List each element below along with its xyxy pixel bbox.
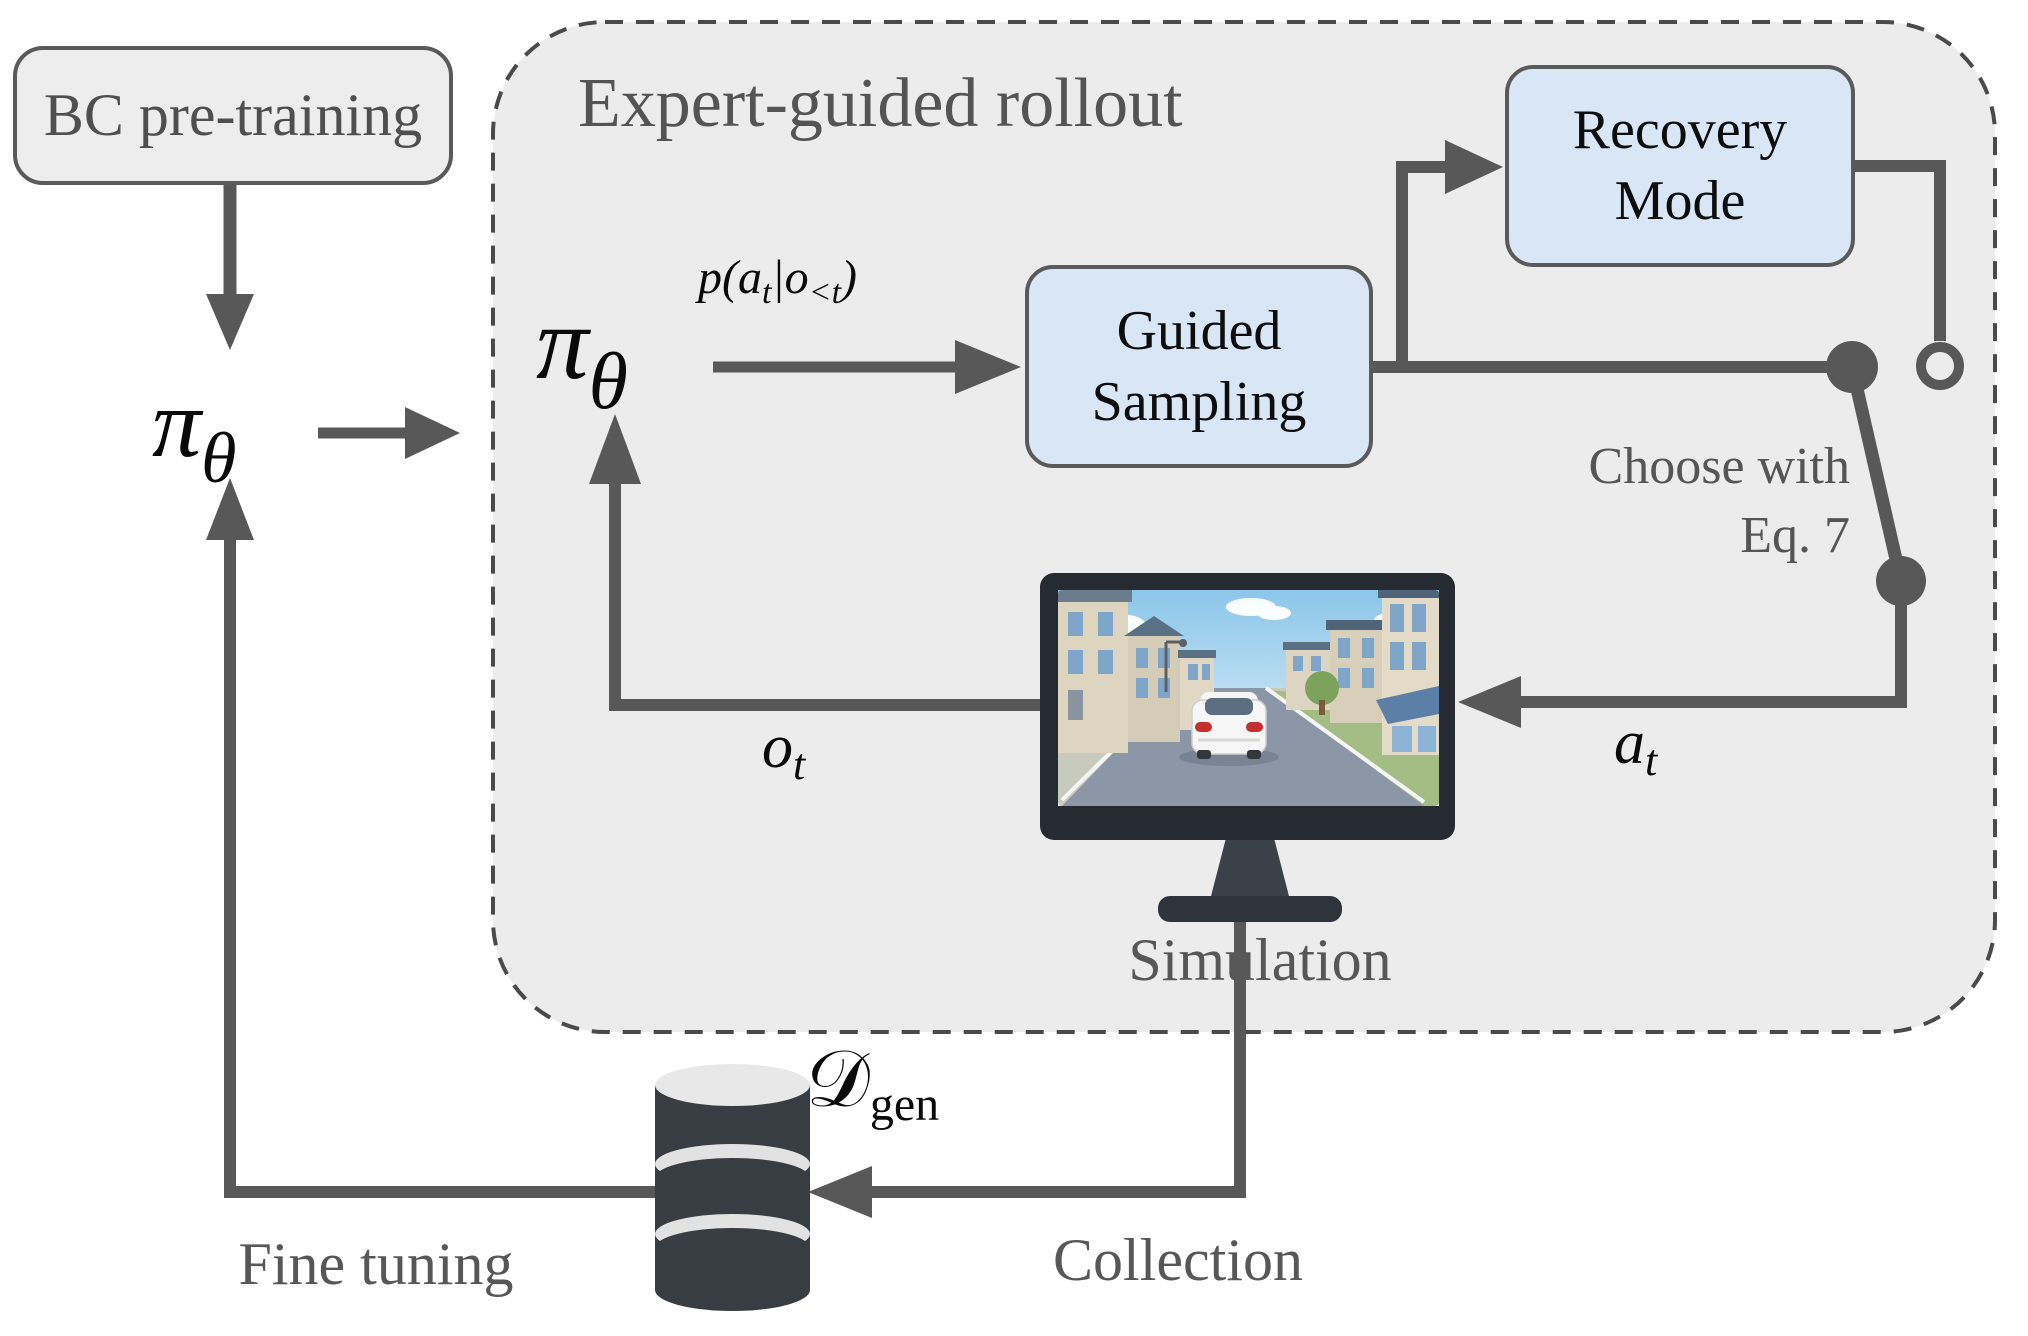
switch-label-line2: Eq. 7 <box>1740 507 1850 565</box>
recovery-mode-box: Recovery Mode <box>1505 65 1855 267</box>
switch-label: Choose with Eq. 7 <box>1480 432 1850 570</box>
recovery-mode-line2: Mode <box>1614 170 1746 232</box>
recovery-mode-label: Recovery Mode <box>1573 95 1788 236</box>
line-action-to-monitor <box>1520 581 1907 708</box>
switch-open-contact <box>1916 342 1964 390</box>
line-observation-to-policy <box>609 482 1048 711</box>
pi-glyph: π <box>152 370 202 478</box>
observation-label: ot <box>762 712 805 790</box>
db-top <box>655 1064 810 1106</box>
line-fine-tuning <box>224 538 660 1198</box>
street-lamp <box>1164 639 1187 692</box>
db-bottom <box>655 1269 810 1311</box>
dataset-label: 𝒟gen <box>806 1032 939 1132</box>
arrowhead-into-sampling <box>955 340 1021 394</box>
database-cylinder-icon <box>655 1064 810 1311</box>
arrowhead-finetune-up <box>206 478 254 540</box>
obs-base: o <box>762 713 793 781</box>
fine-tuning-label: Fine tuning <box>238 1231 514 1297</box>
db-disk-3 <box>655 1228 810 1268</box>
bc-pretraining-box: BC pre-training <box>13 46 453 185</box>
pi-glyph: π <box>536 284 589 401</box>
tree-trunk <box>1319 700 1325 715</box>
arrowhead-into-rollout <box>405 407 460 459</box>
arrowhead-bc-down <box>206 294 254 350</box>
switch-label-line1: Choose with <box>1588 438 1850 495</box>
dataset-subscript: gen <box>869 1078 940 1131</box>
dist-part: |o <box>771 251 809 304</box>
selector-switch-icon <box>1826 341 1964 606</box>
obs-sub: t <box>793 740 806 789</box>
theta-subscript: θ <box>588 338 628 426</box>
db-disk-2 <box>655 1158 810 1198</box>
collection-label: Collection <box>1053 1227 1303 1293</box>
simulation-monitor-icon <box>1040 573 1455 922</box>
act-sub: t <box>1645 736 1658 785</box>
switch-lever-dot <box>1876 556 1926 606</box>
car <box>1179 692 1279 766</box>
line-collection <box>870 918 1246 1198</box>
act-base: a <box>1614 709 1645 777</box>
arrowhead-into-recovery <box>1445 140 1503 194</box>
arrowhead-observation-up <box>589 414 641 484</box>
policy-symbol-left: πθ <box>152 368 236 500</box>
switch-lever <box>1845 365 1908 583</box>
simulation-label: Simulation <box>1128 927 1392 993</box>
monitor-base <box>1158 896 1342 922</box>
policy-symbol-inner: πθ <box>536 282 628 428</box>
arrowheads <box>206 140 1521 1218</box>
arrowhead-action-into-monitor <box>1458 676 1521 728</box>
line-branch-to-recovery <box>1396 161 1447 367</box>
tree <box>1305 671 1339 705</box>
line-recovery-to-contact <box>1855 160 1946 341</box>
connectors <box>223 160 1946 1198</box>
recovery-mode-line1: Recovery <box>1572 99 1788 162</box>
street-scene <box>1058 590 1439 806</box>
guided-sampling-line2: Sampling <box>1091 370 1307 433</box>
action-distribution-label: p(at|o<t) <box>698 250 857 312</box>
monitor-neck <box>1210 838 1290 900</box>
guided-sampling-label: Guided Sampling <box>1092 296 1307 437</box>
dist-sub: t <box>761 274 772 311</box>
rollout-title: Expert-guided rollout <box>578 65 1183 142</box>
dist-part: ) <box>841 251 858 304</box>
guided-sampling-box: Guided Sampling <box>1025 265 1373 468</box>
bc-pretraining-label: BC pre-training <box>43 82 423 148</box>
dataset-symbol: 𝒟 <box>806 1032 870 1125</box>
dist-part: p(a <box>698 251 762 304</box>
arrowhead-collection-into-db <box>808 1166 872 1218</box>
guided-sampling-line1: Guided <box>1116 299 1282 362</box>
action-label: at <box>1614 708 1657 786</box>
dist-sub: <t <box>808 274 842 311</box>
switch-pivot-dot <box>1826 341 1878 393</box>
theta-subscript: θ <box>201 418 237 498</box>
